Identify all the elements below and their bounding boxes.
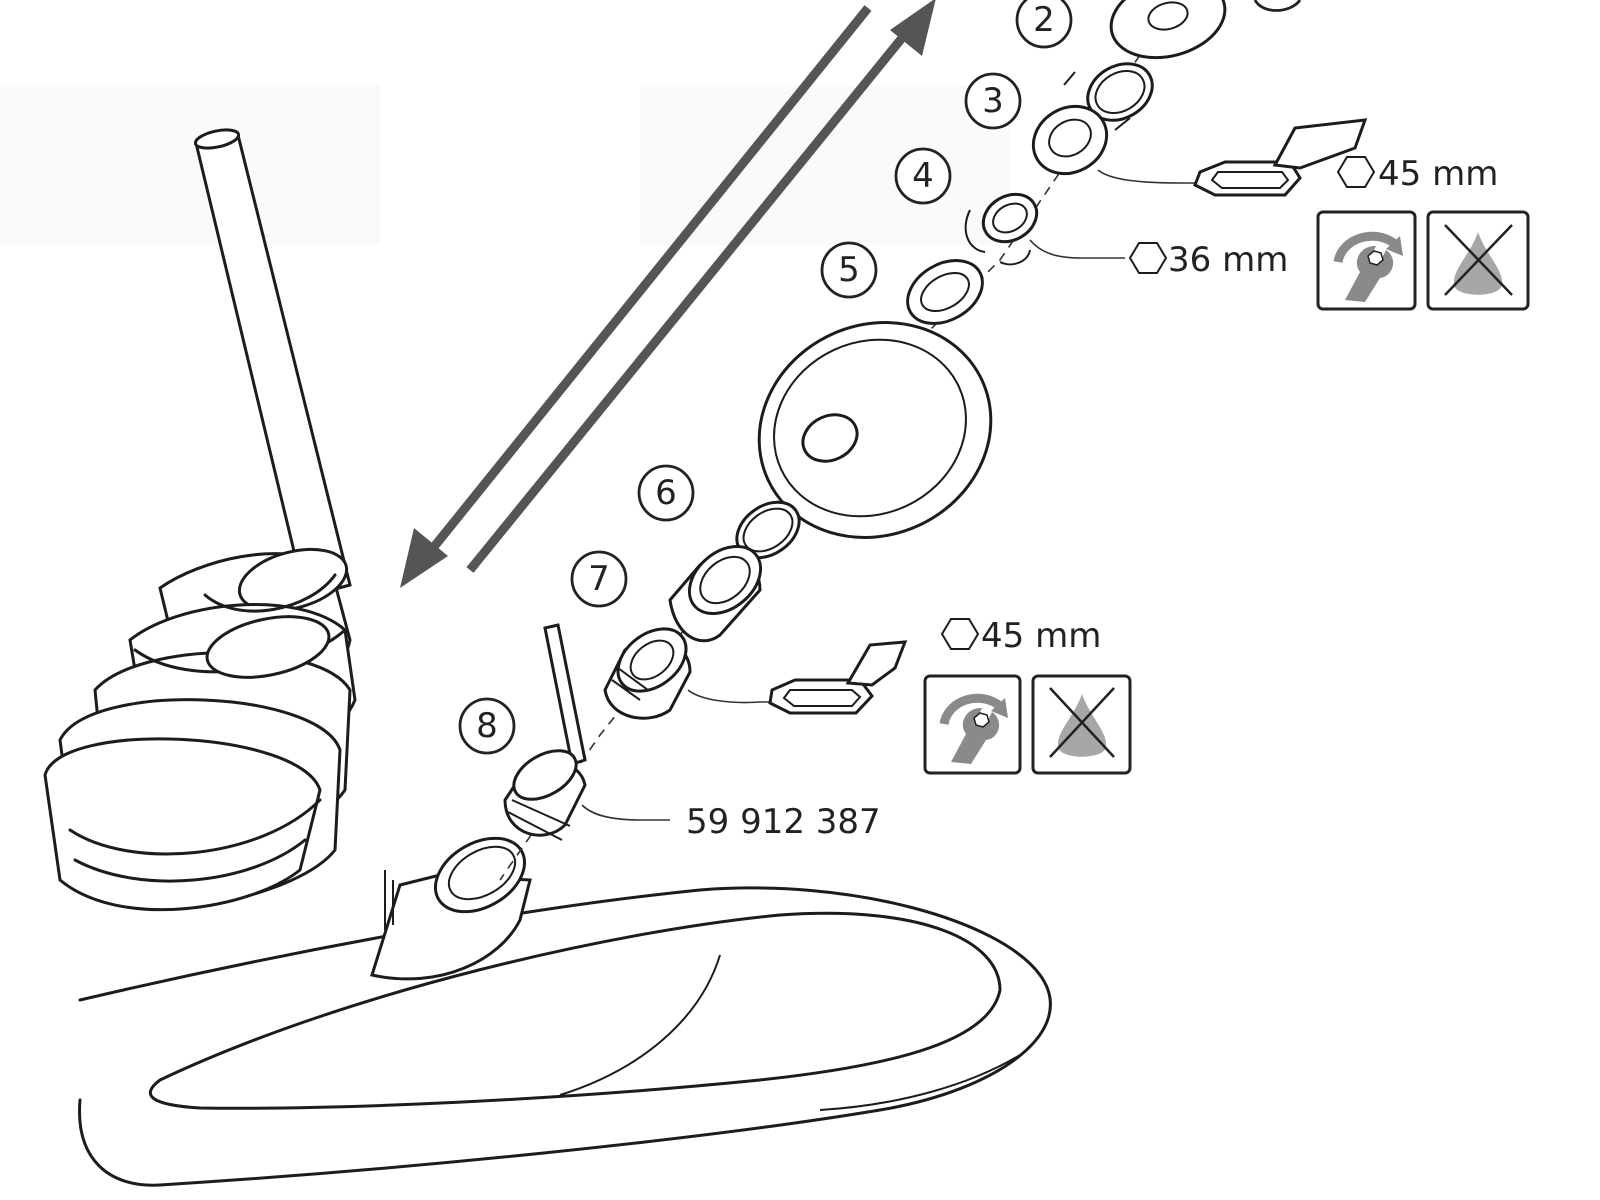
part-top-right-partial-badge <box>1253 0 1302 12</box>
step-number-8: 8 <box>476 706 498 746</box>
faded-background-text <box>0 85 1010 245</box>
part-4-locknut <box>964 192 1125 266</box>
step-badge-6: 6 <box>637 464 695 522</box>
size-label-locknut: 36 mm <box>1128 240 1288 280</box>
step-badge-8: 8 <box>458 697 516 755</box>
step-badge-4: 4 <box>894 147 952 205</box>
hex-nut-icon <box>1128 242 1168 274</box>
step-number-7: 7 <box>588 559 610 599</box>
step-number-2: 2 <box>1033 0 1055 40</box>
part-8-cartridge <box>503 623 670 841</box>
part-2-cover-cap <box>1109 0 1227 60</box>
no-grease-icon <box>1031 674 1132 775</box>
wrench-tighten-icon <box>923 674 1022 775</box>
hex-wrench-bottom <box>768 640 908 715</box>
step-number-3: 3 <box>982 81 1004 121</box>
washbasin-illustration <box>78 836 1052 1187</box>
part-3-bonnet-nut <box>1031 71 1200 184</box>
no-grease-icon <box>1426 210 1530 311</box>
hex-nut-icon <box>1336 156 1376 188</box>
part-5-gasket <box>906 259 984 325</box>
part-6-sleeve <box>668 545 763 643</box>
step-number-5: 5 <box>838 250 860 290</box>
hex-nut-icon <box>940 618 980 650</box>
handle-lever-illustration <box>43 128 357 912</box>
size-label-top-nut: 45 mm <box>1336 154 1498 194</box>
step-badge-2: 2 <box>1015 0 1073 49</box>
hex-wrench-top <box>1193 118 1368 197</box>
wrench-size-top: 45 mm <box>1378 154 1498 194</box>
wrench-size-bottom: 45 mm <box>981 616 1101 656</box>
step-badge-7: 7 <box>570 550 628 608</box>
step-badge-5: 5 <box>820 241 878 299</box>
wrench-size-locknut: 36 mm <box>1168 240 1288 280</box>
wrench-tighten-icon <box>1316 210 1417 311</box>
part-7-threaded-insert <box>603 627 780 720</box>
part-number-label: 59 912 387 <box>686 802 881 842</box>
step-number-6: 6 <box>655 473 677 513</box>
size-label-bottom-nut: 45 mm <box>940 616 1101 656</box>
step-badge-3: 3 <box>964 72 1022 130</box>
step-number-4: 4 <box>912 156 934 196</box>
part-5-escutcheon-plate <box>757 321 993 539</box>
double-arrow <box>400 0 936 588</box>
